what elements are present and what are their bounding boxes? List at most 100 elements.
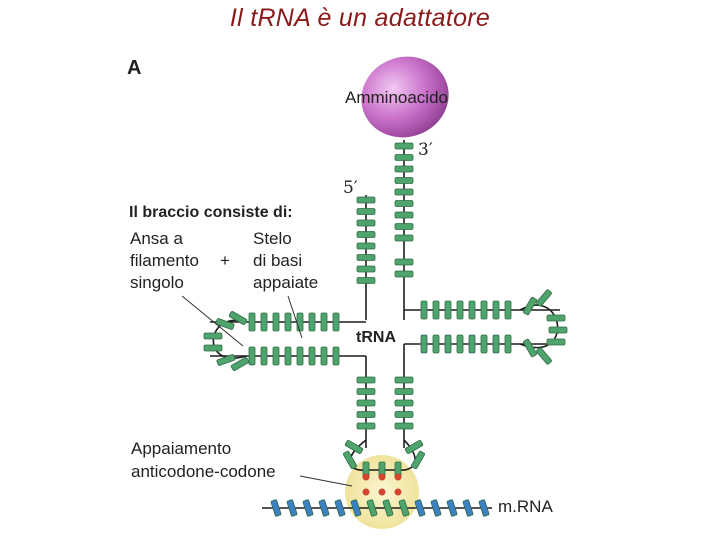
mrna-base (270, 499, 282, 517)
mrna-base (286, 499, 298, 517)
amino-acid-blob (361, 56, 449, 138)
mrna-base (318, 499, 330, 517)
tpsic-arm-base (444, 334, 452, 354)
loop-label-line-1: Ansa a (130, 229, 183, 248)
d-arm-base (320, 346, 328, 366)
bases (203, 142, 568, 517)
pairing-dot (362, 488, 370, 496)
d-arm-base (320, 312, 328, 332)
acceptor-base (394, 234, 414, 242)
anticodon-arm-base (394, 422, 414, 430)
loop-label-line-3: singolo (130, 273, 184, 292)
tpsic-arm-base (492, 300, 500, 320)
acceptor-base (356, 196, 376, 204)
mrna-base (366, 499, 378, 517)
anticodon-arm-base (356, 376, 376, 384)
three-prime-label: 3′ (418, 140, 433, 160)
tpsic-arm-base (456, 334, 464, 354)
anticodon-arm-base (356, 422, 376, 430)
d-loop-base (228, 311, 248, 325)
acceptor-base (394, 211, 414, 219)
anticodon-arm-base (394, 399, 414, 407)
tpsic-arm-base (480, 300, 488, 320)
tpsic-loop-backbone (519, 304, 559, 349)
pointer-stem-line (287, 295, 303, 339)
anticodon-loop-base (404, 440, 424, 454)
tpsic-arm-base (432, 300, 440, 320)
pointer-loop-line (181, 295, 244, 347)
tpsic-arm-base (504, 300, 512, 320)
d-loop-base (230, 357, 250, 371)
acceptor-base (356, 242, 376, 250)
mrna-base (334, 499, 346, 517)
acceptor-base (356, 254, 376, 261)
d-arm-base (308, 312, 316, 332)
anticodon-arm-base (356, 388, 376, 395)
acceptor-base (356, 208, 376, 215)
acceptor-base (356, 277, 376, 284)
acceptor-base (394, 258, 414, 266)
d-loop-base (215, 318, 235, 330)
d-arm-base (260, 346, 268, 366)
five-prime-label: 5′ (343, 178, 358, 198)
tpsic-arm-base (492, 334, 500, 354)
pairing-dot (394, 473, 402, 481)
mrna-base (414, 499, 426, 517)
anticodon-dots (362, 473, 402, 496)
tpsic-arm-base (456, 300, 464, 320)
tpsic-arm-base (432, 334, 440, 354)
acceptor-base (356, 219, 376, 227)
d-arm-base (260, 312, 268, 332)
tpsic-loop-base (548, 326, 568, 334)
pairing-label-line-1: Appaiamento (131, 439, 231, 458)
tpsic-arm-base (468, 334, 476, 354)
tpsic-loop-base (536, 347, 552, 365)
tpsic-arm-base (420, 300, 428, 320)
anticodon-loop-base (344, 440, 364, 454)
tpsic-arm-base (480, 334, 488, 354)
arm-heading: Il braccio consiste di: (129, 204, 293, 221)
acceptor-base (394, 270, 414, 278)
d-arm-base (308, 346, 316, 366)
tpsic-loop-base (536, 289, 552, 307)
d-loop-base (203, 332, 223, 340)
stem-label-line-3: appaiate (253, 273, 318, 292)
slide-title: Il tRNA è un adattatore (229, 4, 491, 32)
tpsic-loop-base (523, 338, 537, 358)
acceptor-base (394, 154, 414, 161)
acceptor-base (356, 265, 376, 273)
trna-label: tRNA (356, 329, 396, 346)
mrna-base (302, 499, 314, 517)
mrna-base (430, 499, 442, 517)
mrna-base (462, 499, 474, 517)
tpsic-arm-base (504, 334, 512, 354)
anticodon-arm-base (394, 376, 414, 384)
pairing-label-line-2: anticodone-codone (131, 462, 276, 481)
mrna-base (446, 499, 458, 517)
anticodon-arm-base (394, 411, 414, 418)
d-arm-base (296, 312, 304, 332)
tpsic-arm-base (444, 300, 452, 320)
d-arm-base (332, 312, 340, 332)
anticodon-arm-base (394, 388, 414, 395)
d-arm-base (272, 346, 280, 366)
acceptor-base (356, 231, 376, 238)
panel-label: A (127, 57, 141, 79)
amino-acid-label: Amminoacido (345, 88, 448, 107)
pairing-dot (378, 473, 386, 481)
loop-label-line-2: filamento (130, 251, 199, 270)
d-arm-base (332, 346, 340, 366)
pairing-dot (362, 473, 370, 481)
tpsic-arm-base (420, 334, 428, 354)
pairing-dot (378, 488, 386, 496)
pairing-dot (394, 488, 402, 496)
mrna-label: m.RNA (498, 497, 553, 516)
d-arm-base (296, 346, 304, 366)
d-arm-base (248, 346, 256, 366)
anticodon-loop-base (411, 450, 425, 470)
stem-label-line-1: Stelo (253, 229, 292, 248)
mrna-base (350, 499, 362, 517)
mrna-base (398, 499, 410, 517)
d-arm-base (284, 312, 292, 332)
